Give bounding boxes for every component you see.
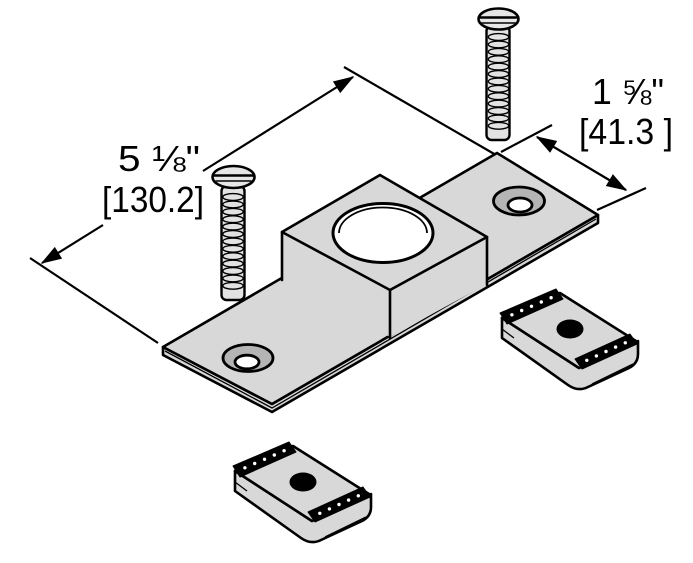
- square-boss: [280, 173, 489, 340]
- screw-hole-left: [233, 353, 261, 371]
- machine-screw-left: [211, 164, 256, 302]
- extension-line: [500, 124, 553, 153]
- width-inches-label: 1 ⅝": [592, 71, 664, 112]
- dimension-width: [500, 124, 647, 212]
- screw-hole-right: [506, 196, 534, 214]
- screw-head: [477, 7, 520, 31]
- boss-face-right: [390, 237, 487, 337]
- screw-threads: [487, 32, 510, 130]
- dimension-arrow-line: [202, 76, 355, 172]
- dimension-length: [29, 66, 497, 344]
- extension-line: [29, 257, 159, 344]
- length-mm-label: [130.2]: [102, 179, 204, 220]
- boss-face-left: [282, 232, 390, 337]
- channel-nut-right: [498, 287, 640, 391]
- screw-threads: [222, 192, 244, 290]
- boss-hole-rim: [338, 206, 428, 234]
- dimension-arrow-line: [535, 136, 628, 191]
- length-inches-label: 5 ⅛": [118, 138, 200, 179]
- boss-center-hole: [331, 202, 435, 264]
- channel-nut-bottom: [231, 440, 373, 544]
- extension-line: [343, 66, 497, 156]
- extension-line: [596, 186, 647, 212]
- screw-head: [211, 164, 256, 190]
- machine-screw-right: [477, 7, 520, 142]
- dimension-arrow-line: [40, 224, 104, 264]
- width-mm-label: [41.3 ]: [579, 111, 673, 152]
